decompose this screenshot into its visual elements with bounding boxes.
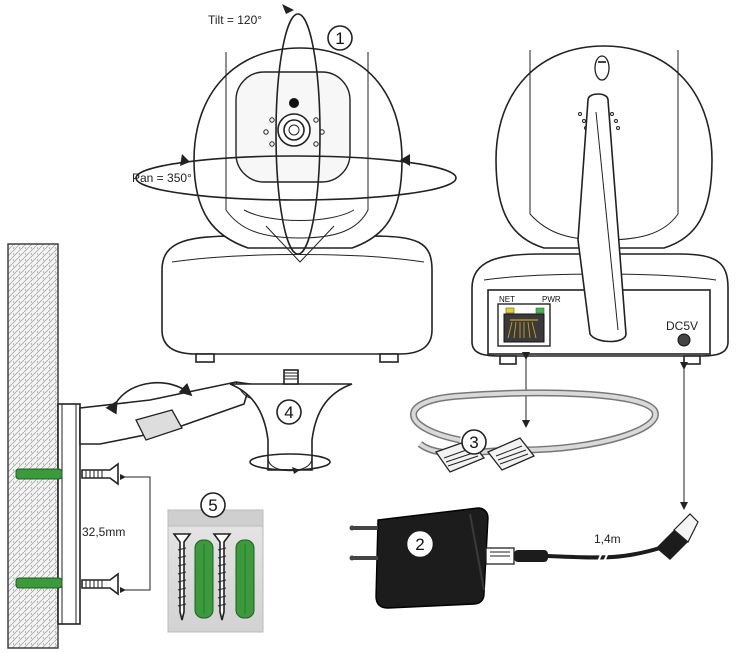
callout-3: 3 [469,433,478,452]
callout-5: 5 [208,496,217,515]
tilt-label: Tilt = 120° [208,13,262,27]
pwr-label: PWR [542,295,561,304]
ethernet-port [497,303,551,347]
arm-swing-arrow [105,381,193,415]
wall-anchor-bottom [15,577,63,589]
bag-screw-2 [212,533,232,621]
power-cable [547,546,661,567]
dc-barrel-plug [656,513,699,560]
mount-arm [79,381,252,445]
bag-screw-1 [172,533,192,621]
callout-5-circle [200,492,226,518]
tilt-arrow [275,4,321,255]
screw-spacing-dimension [120,474,151,593]
power-adapter [349,507,489,609]
callout-3-circle [461,429,487,455]
camera-lens-panel [235,71,351,183]
pan-label: Pan = 350° [132,171,192,185]
mount-rotate-arrow [249,453,331,474]
callout-4: 4 [284,403,293,422]
dc-port [677,333,691,347]
cable-length-label: 1,4m [594,532,621,546]
callout-4-circle [276,399,302,425]
mount-screw-bottom [81,572,119,596]
pan-arrow [135,154,457,201]
wall-anchor-top [15,468,63,480]
mount-head [229,369,353,472]
ethernet-cable [410,389,659,457]
mount-screw-top [81,462,119,486]
camera-front-base [161,235,433,363]
callout-1-circle [327,25,353,51]
callout-2-circle [407,531,433,557]
rj45-plug-right [486,437,536,471]
net-label: NET [499,295,515,304]
screw-spacing-label: 32,5mm [82,525,125,539]
mount-base-plate [57,403,81,625]
callout-1: 1 [335,29,344,48]
bag-anchor-1 [194,539,214,619]
callout-2: 2 [415,535,424,554]
dc-port-label: DC5V [666,319,698,333]
usb-plug [485,547,548,565]
bag-anchor-2 [235,539,255,619]
antenna [577,93,627,343]
